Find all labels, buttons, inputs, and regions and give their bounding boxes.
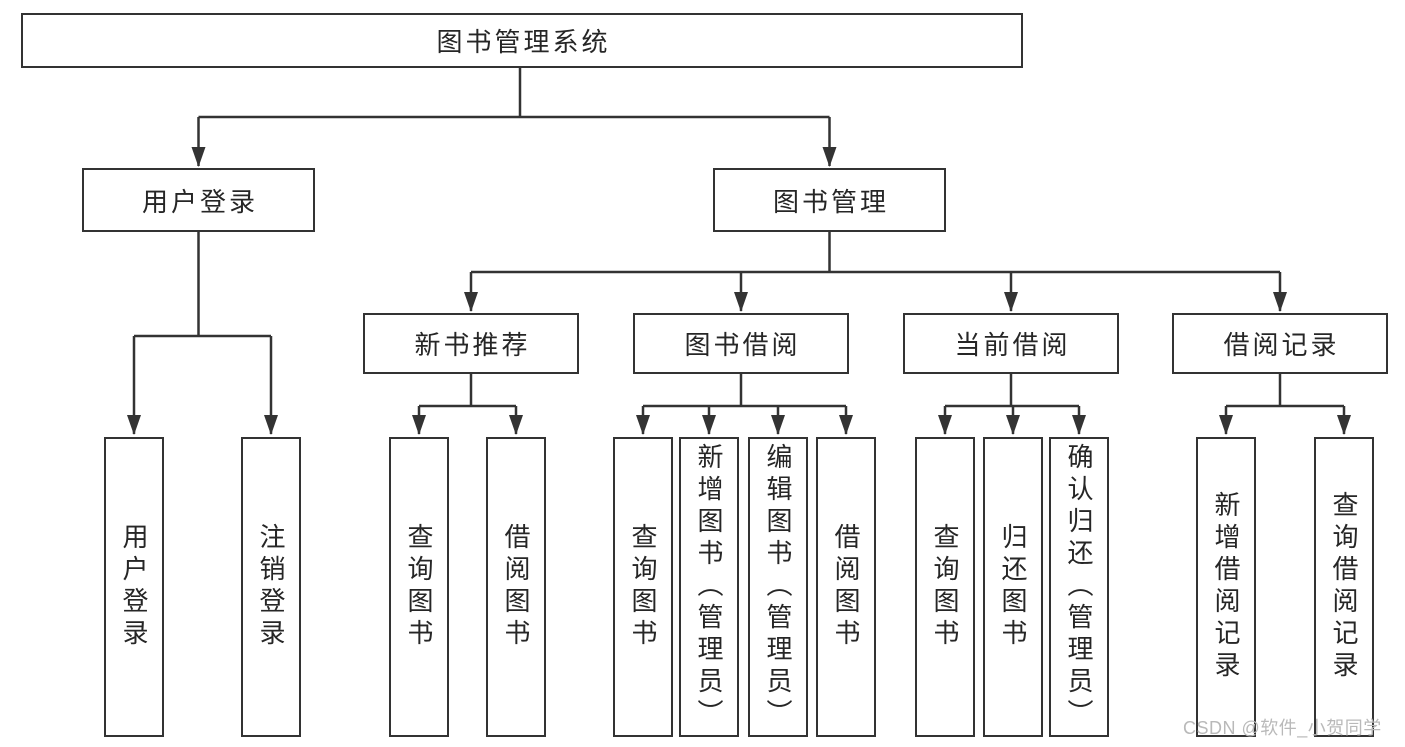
node-leaf-nb-borrow-label: 借阅图书 (501, 523, 531, 651)
node-leaf-br-add-label: 新增借阅记录 (1211, 491, 1241, 683)
node-leaf-logout: 注销登录 (241, 437, 301, 737)
node-leaf-br-query-label: 查询借阅记录 (1329, 491, 1359, 683)
connector-book-borrow (643, 374, 846, 408)
node-borrow-record-label: 借阅记录 (1223, 330, 1340, 360)
connector-book-mgmt (471, 232, 1280, 274)
node-new-book: 新书推荐 (363, 313, 579, 374)
connector-user-login (134, 232, 271, 338)
node-borrow-record: 借阅记录 (1172, 313, 1388, 374)
node-user-login-label: 用户登录 (141, 186, 258, 217)
node-leaf-user-login: 用户登录 (104, 437, 164, 737)
node-book-mgmt: 图书管理 (713, 168, 946, 232)
node-new-book-label: 新书推荐 (414, 330, 531, 360)
node-current-borrow-label: 当前借阅 (954, 330, 1071, 360)
node-book-borrow: 图书借阅 (633, 313, 849, 374)
node-leaf-logout-label: 注销登录 (256, 523, 286, 651)
node-leaf-nb-borrow: 借阅图书 (486, 437, 546, 737)
node-leaf-br-add: 新增借阅记录 (1196, 437, 1256, 737)
node-leaf-cb-return: 归还图书 (983, 437, 1043, 737)
node-book-mgmt-label: 图书管理 (772, 186, 889, 217)
node-leaf-bb-query-label: 查询图书 (628, 523, 658, 651)
node-leaf-bb-query: 查询图书 (613, 437, 673, 737)
node-leaf-cb-confirm-label: 确认归还（管理员） (1064, 443, 1094, 731)
node-root: 图书管理系统 (21, 13, 1023, 68)
node-leaf-cb-query: 查询图书 (915, 437, 975, 737)
node-leaf-nb-query-label: 查询图书 (404, 523, 434, 651)
node-leaf-bb-borrow: 借阅图书 (816, 437, 876, 737)
node-leaf-bb-edit: 编辑图书（管理员） (748, 437, 808, 737)
node-leaf-user-login-label: 用户登录 (119, 523, 149, 651)
node-leaf-bb-add-label: 新增图书（管理员） (694, 443, 724, 731)
connector-borrow-record (1226, 374, 1344, 408)
connector-current-borrow (945, 374, 1079, 408)
node-leaf-bb-borrow-label: 借阅图书 (831, 523, 861, 651)
node-leaf-cb-query-label: 查询图书 (930, 523, 960, 651)
node-leaf-cb-return-label: 归还图书 (998, 523, 1028, 651)
connector-new-book (419, 374, 516, 408)
node-root-label: 图书管理系统 (436, 27, 611, 57)
node-leaf-br-query: 查询借阅记录 (1314, 437, 1374, 737)
node-leaf-bb-add: 新增图书（管理员） (679, 437, 739, 737)
node-current-borrow: 当前借阅 (903, 313, 1119, 374)
node-leaf-nb-query: 查询图书 (389, 437, 449, 737)
node-leaf-cb-confirm: 确认归还（管理员） (1049, 437, 1109, 737)
node-leaf-bb-edit-label: 编辑图书（管理员） (763, 443, 793, 731)
node-user-login: 用户登录 (82, 168, 315, 232)
csdn-watermark: CSDN @软件_小贺同学 (1183, 718, 1382, 738)
node-book-borrow-label: 图书借阅 (684, 330, 801, 360)
connector-root (198, 68, 830, 119)
